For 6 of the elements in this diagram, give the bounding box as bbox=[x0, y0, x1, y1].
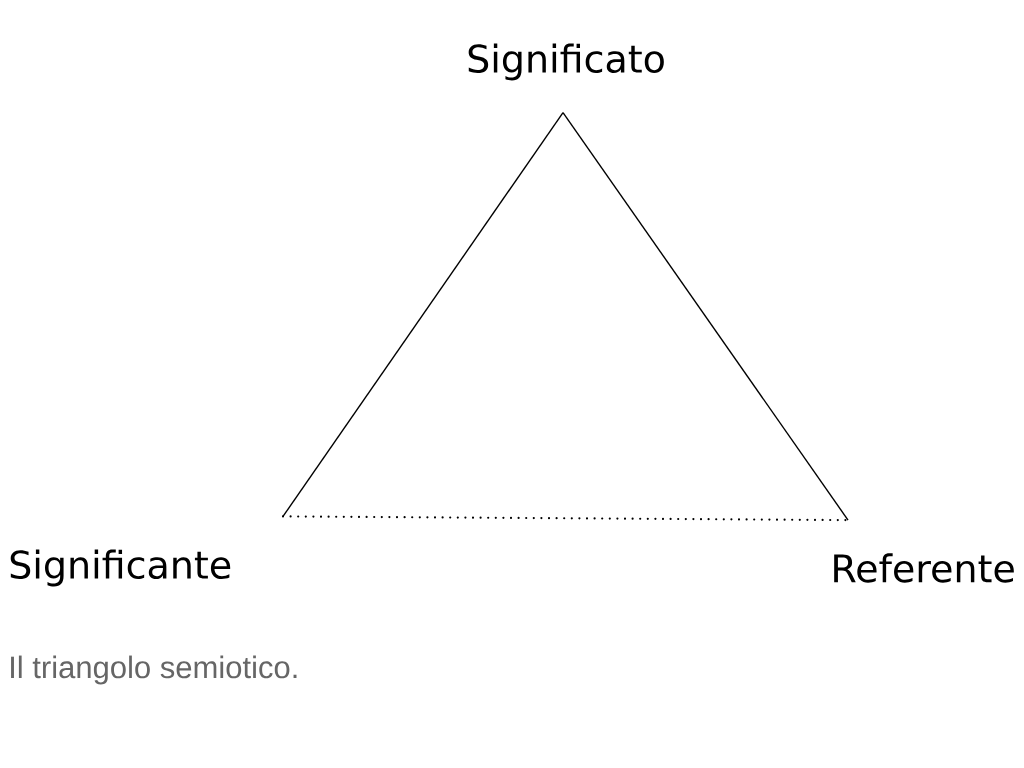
triangle-side bbox=[562, 111, 849, 521]
triangle-side bbox=[282, 111, 564, 518]
caption: Il triangolo semiotico. bbox=[11, 655, 297, 685]
vertex-label: Referente bbox=[834, 553, 1014, 583]
vertex-label: Significato bbox=[468, 43, 664, 81]
vertex-label: Significante bbox=[10, 549, 231, 587]
